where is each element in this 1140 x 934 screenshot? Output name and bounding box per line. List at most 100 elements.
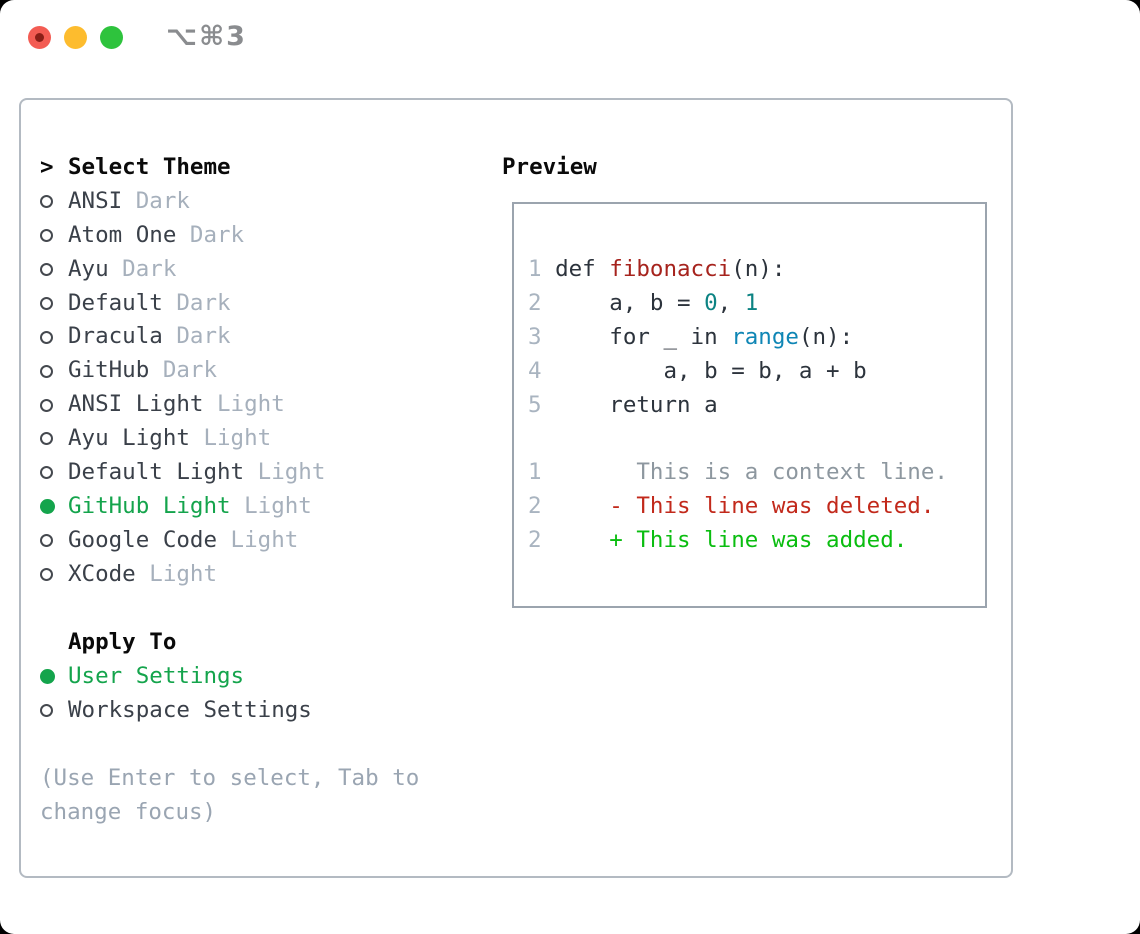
theme-list: ANSI Dark Atom One Dark Ayu Dark Default… [40, 185, 325, 592]
theme-option-default[interactable]: Default Dark [40, 287, 325, 321]
radio-icon [40, 466, 53, 480]
theme-option-default-light[interactable]: Default Light Light [40, 456, 325, 490]
code-line: 1 def fibonacci(n): [528, 253, 985, 287]
option-label: ANSI [68, 187, 123, 214]
line-number: 4 [528, 357, 556, 384]
theme-option-ansi[interactable]: ANSI Dark [40, 185, 325, 219]
radio-slot [40, 296, 68, 310]
theme-tag: Light [135, 560, 218, 587]
apply-option-workspace-settings[interactable]: Workspace Settings [40, 694, 312, 728]
line-number: 5 [528, 391, 556, 418]
radio-slot [40, 195, 68, 209]
theme-option-dracula[interactable]: Dracula Dark [40, 320, 325, 354]
radio-icon [40, 704, 53, 718]
radio-slot [40, 364, 68, 378]
code-line: 1 This is a context line. [528, 456, 985, 490]
radio-slot [40, 534, 68, 548]
option-label: Workspace Settings [68, 696, 312, 723]
theme-tag: Light [230, 492, 312, 519]
radio-icon [40, 229, 53, 243]
theme-option-ayu[interactable]: Ayu Dark [40, 253, 325, 287]
radio-selected-icon [40, 669, 55, 685]
code-line: 5 return a [528, 389, 985, 423]
code-line: 2 - This line was deleted. [528, 490, 985, 524]
code-line: 3 for _ in range(n): [528, 321, 985, 355]
code-token-text: (n): [731, 256, 786, 282]
radio-icon [40, 364, 53, 378]
radio-slot [40, 669, 68, 685]
code-token-text: def [555, 256, 610, 282]
radio-slot [40, 229, 68, 243]
theme-tag: Dark [176, 221, 245, 248]
option-label: User Settings [68, 662, 245, 689]
minimize-button[interactable] [64, 26, 87, 49]
line-number: 3 [528, 323, 556, 350]
theme-tag: Dark [149, 357, 218, 384]
radio-slot [40, 466, 68, 480]
main-panel: > Select Theme ANSI Dark Atom One Dark A… [19, 98, 1013, 878]
code-line: 2 + This line was added. [528, 524, 985, 558]
radio-slot [40, 398, 68, 412]
radio-icon [40, 534, 53, 548]
theme-tag: Light [217, 526, 299, 553]
code-token-deleted: - This line was deleted. [555, 493, 935, 520]
radio-icon [40, 296, 53, 310]
code-token-func: fibonacci [609, 256, 732, 282]
theme-tag: Dark [108, 255, 177, 282]
title-bar: ⌥⌘3 [0, 0, 1140, 74]
option-label: ANSI Light [68, 391, 204, 418]
code-token-text: (n): [798, 323, 854, 350]
code-token-text: a, b = [555, 289, 705, 316]
radio-slot [40, 432, 68, 446]
radio-icon [40, 195, 53, 209]
code-token-num: 0 [704, 289, 718, 316]
apply-to-list: User Settings Workspace Settings [40, 660, 312, 728]
zoom-button[interactable] [100, 26, 123, 49]
line-number: 2 [528, 527, 556, 553]
apply-option-user-settings[interactable]: User Settings [40, 660, 312, 694]
radio-slot [40, 499, 68, 515]
theme-picker-header: > Select Theme [40, 151, 325, 185]
option-label: Default [68, 289, 163, 316]
theme-tag: Light [189, 425, 272, 451]
option-label: XCode [68, 560, 136, 587]
radio-slot [40, 330, 68, 344]
code-token-text: for _ in [555, 323, 732, 350]
code-line: 2 a, b = 0, 1 [528, 287, 985, 321]
line-number: 1 [528, 256, 556, 282]
close-dot-icon [35, 33, 44, 42]
theme-option-atom-one[interactable]: Atom One Dark [40, 219, 325, 253]
apply-to-header: Apply To [40, 626, 312, 660]
code-line [528, 422, 985, 456]
preview-title-row: Preview [502, 151, 597, 185]
theme-option-github[interactable]: GitHub Dark [40, 354, 325, 388]
code-token-text: a, b = b, a + b [555, 357, 867, 384]
option-label: Ayu [68, 255, 109, 282]
keyboard-shortcut-label: ⌥⌘3 [166, 21, 247, 52]
code-token-text: , [717, 289, 745, 316]
line-number: 1 [528, 459, 556, 486]
prompt-icon: > [40, 154, 54, 180]
radio-icon [40, 263, 53, 277]
theme-option-google-code[interactable]: Google Code Light [40, 524, 325, 558]
theme-option-ayu-light[interactable]: Ayu Light Light [40, 422, 325, 456]
radio-icon [40, 330, 53, 344]
apply-to-title: Apply To [68, 629, 177, 655]
help-text: (Use Enter to select, Tab to change focu… [40, 765, 420, 825]
theme-option-xcode[interactable]: XCode Light [40, 558, 325, 592]
theme-option-github-light[interactable]: GitHub Light Light [40, 490, 325, 524]
theme-picker: > Select Theme ANSI Dark Atom One Dark A… [40, 151, 325, 591]
code-token-text: return a [555, 391, 718, 418]
preview-title: Preview [502, 154, 597, 180]
radio-icon [40, 398, 53, 412]
apply-to-section: Apply To User Settings Workspace Setting… [40, 626, 312, 728]
close-button[interactable] [28, 26, 51, 49]
option-label: Atom One [68, 221, 177, 248]
radio-slot [40, 263, 68, 277]
option-label: GitHub [68, 357, 150, 384]
theme-option-ansi-light[interactable]: ANSI Light Light [40, 388, 325, 422]
code-token-num: 1 [744, 289, 759, 316]
theme-tag: Dark [162, 323, 231, 350]
code-token-builtin: range [731, 323, 799, 350]
